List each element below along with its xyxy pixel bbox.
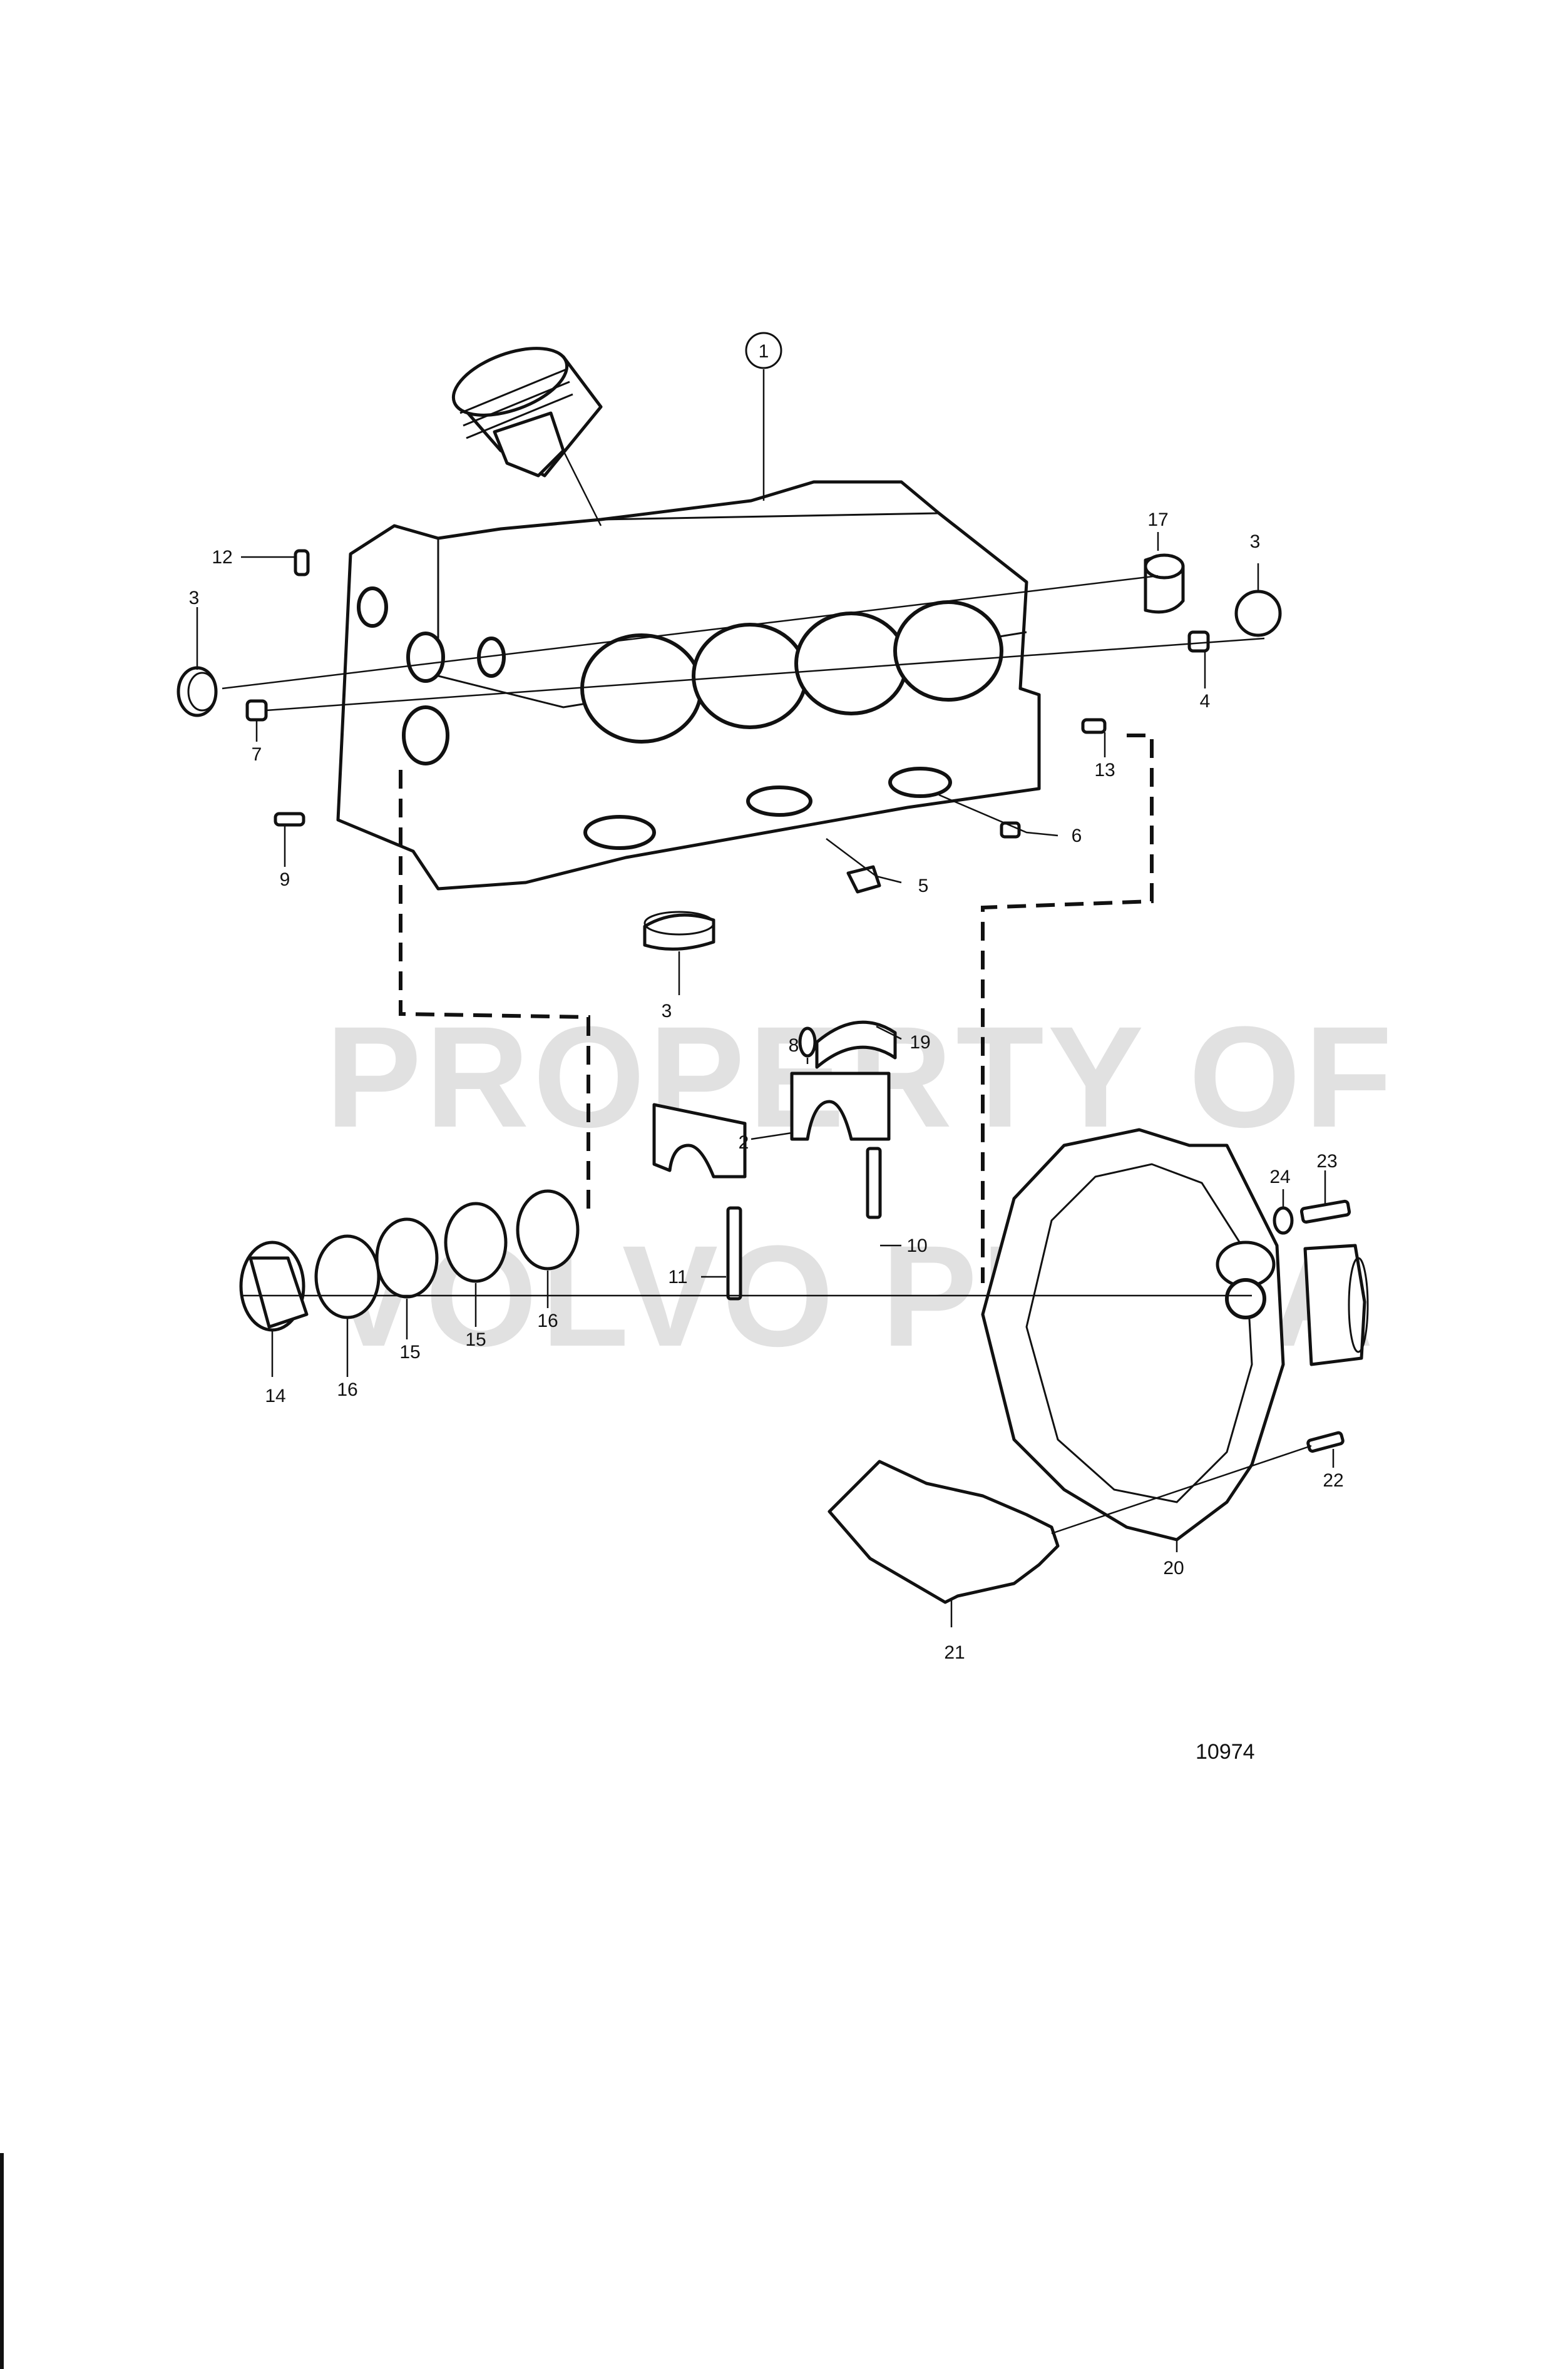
callout-11: 11 [668,1267,687,1287]
callout-9: 9 [280,869,290,890]
welch-plug-bottom [643,911,715,951]
leader-lines [196,369,1335,1627]
callout-12: 12 [212,547,232,568]
cap-stud-11 [726,1206,742,1301]
bearing-8 [798,1026,817,1058]
callout-22: 22 [1323,1470,1343,1491]
callout-16-a: 16 [337,1379,357,1400]
cover-plate [828,1460,1060,1604]
cam-bearing-16b [516,1189,580,1271]
plug-4 [1187,630,1210,653]
cap-17 [1144,553,1185,614]
callout-17: 17 [1147,509,1168,530]
callout-3-bottom: 3 [662,1001,672,1021]
callout-7: 7 [252,744,262,765]
callout-23: 23 [1316,1151,1337,1172]
cam-bearing-16a [314,1234,381,1319]
callout-14: 14 [265,1386,285,1406]
callout-24: 24 [1269,1167,1290,1187]
dowel-13 [1081,718,1107,734]
callout-19: 19 [910,1032,930,1053]
bolt-23 [1299,1199,1351,1224]
dowel-12 [294,549,310,576]
callout-1-label: 1 [759,341,769,362]
engine-block [336,480,1041,891]
callout-15-a: 15 [399,1342,420,1363]
washer-24 [1273,1206,1294,1235]
callout-3-right: 3 [1250,531,1261,552]
plug-7 [245,699,268,722]
bolt-22 [1306,1431,1345,1453]
callout-15-b: 15 [465,1329,486,1350]
cam-bearing-14 [239,1241,309,1332]
piston [451,347,603,478]
cap-bolt-10 [866,1147,882,1219]
bearing-shell-19 [815,1020,897,1069]
callout-labels: 2 3 3 3 4 5 6 7 8 9 10 11 12 13 14 15 15… [189,509,1344,1663]
cylinder-bore-4 [893,600,1003,702]
flywheel-housing [981,1128,1369,1542]
callout-3-left: 3 [189,588,200,608]
callout-5: 5 [918,876,929,896]
callout-16-b: 16 [537,1311,558,1331]
callout-2: 2 [739,1132,749,1153]
plug-5 [846,865,881,894]
callout-10: 10 [906,1236,927,1256]
welch-plug-left [177,666,218,717]
cam-bearing-15b [444,1202,508,1283]
cylinder-bore-1 [580,633,703,744]
callout-4: 4 [1200,691,1211,712]
dowel-9 [274,812,305,827]
callout-20: 20 [1163,1558,1184,1578]
welch-plug-right [1234,590,1282,637]
callout-21: 21 [944,1642,965,1663]
callout-8: 8 [789,1035,799,1056]
dashed-leaders [399,734,1154,1283]
cylinder-bore-3 [794,611,908,715]
drawing-number: 10974 [1196,1740,1255,1764]
callout-13: 13 [1094,760,1115,780]
cam-bearing-15a [375,1217,439,1299]
main-bearing-cap-front [652,1103,747,1179]
main-bearing-cap-rear [790,1072,891,1141]
callout-6: 6 [1072,826,1082,846]
callout-1: 1 [745,332,782,369]
left-edge-mark [0,2153,4,2369]
